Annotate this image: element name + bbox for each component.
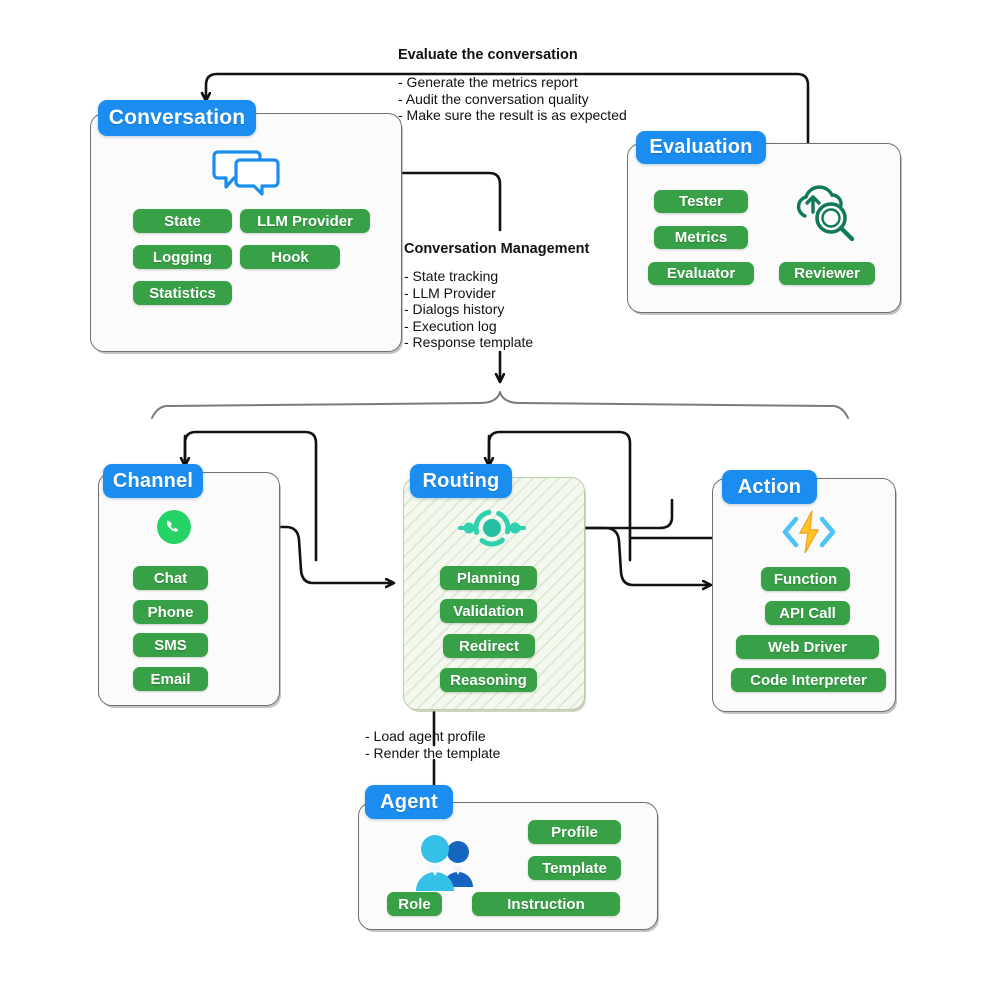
card-header-evaluation[interactable]: Evaluation xyxy=(636,131,766,164)
pill-evaluation-2[interactable]: Evaluator xyxy=(648,262,754,285)
brace-split xyxy=(151,391,849,419)
code-lightning-icon xyxy=(781,508,837,556)
pill-evaluation-1[interactable]: Metrics xyxy=(654,226,748,249)
pill-conversation-0[interactable]: State xyxy=(133,209,232,233)
pill-channel-2[interactable]: SMS xyxy=(133,633,208,657)
wire-conversation-to-split xyxy=(270,171,502,232)
pill-channel-3[interactable]: Email xyxy=(133,667,208,691)
annotation-agent-loading-line-1: - Render the template xyxy=(365,744,501,761)
annotation-evaluate-line-2: - Make sure the result is as expected xyxy=(398,107,627,124)
annotation-conversation-management-line-3: - Execution log xyxy=(404,317,497,334)
pill-conversation-2[interactable]: Logging xyxy=(133,245,232,269)
pill-action-3[interactable]: Code Interpreter xyxy=(731,668,886,692)
pill-evaluation-0[interactable]: Tester xyxy=(654,190,748,213)
card-header-channel[interactable]: Channel xyxy=(103,464,203,498)
pill-routing-3[interactable]: Reasoning xyxy=(440,668,537,692)
wire-routing-to-action-icon xyxy=(529,498,674,530)
pill-channel-1[interactable]: Phone xyxy=(133,600,208,624)
people-icon xyxy=(410,827,480,893)
annotation-evaluate: Evaluate the conversation - Generate the… xyxy=(398,47,627,124)
annotation-evaluate-title: Evaluate the conversation xyxy=(398,47,578,63)
annotation-conversation-management-line-2: - Dialogs history xyxy=(404,301,505,318)
routing-node-icon xyxy=(456,505,528,551)
wire-evaluation-to-conversation xyxy=(206,72,810,192)
annotation-evaluate-line-1: - Audit the conversation quality xyxy=(398,90,589,107)
pill-conversation-3[interactable]: Hook xyxy=(240,245,340,269)
chat-bubbles-icon xyxy=(212,148,282,196)
annotation-agent-loading-line-0: - Load agent profile xyxy=(365,728,486,744)
wire-channel-to-routing xyxy=(190,525,390,583)
cloud-search-icon xyxy=(791,182,861,244)
annotation-conversation-management-line-0: - State tracking xyxy=(404,268,499,284)
pill-channel-0[interactable]: Chat xyxy=(133,566,208,590)
pill-routing-1[interactable]: Validation xyxy=(440,599,537,623)
annotation-conversation-management: Conversation Management - State tracking… xyxy=(404,241,589,351)
annotation-conversation-management-line-1: - LLM Provider xyxy=(404,284,496,301)
card-header-action[interactable]: Action xyxy=(722,470,817,504)
card-header-agent[interactable]: Agent xyxy=(365,785,453,819)
annotation-conversation-management-line-4: - Response template xyxy=(404,334,534,351)
card-header-conversation[interactable]: Conversation xyxy=(98,100,256,136)
pill-agent-1[interactable]: Template xyxy=(528,856,621,880)
annotation-evaluate-line-0: - Generate the metrics report xyxy=(398,74,578,90)
pill-action-1[interactable]: API Call xyxy=(765,601,850,625)
pill-conversation-4[interactable]: Statistics xyxy=(133,281,232,305)
pill-agent-2[interactable]: Role xyxy=(387,892,442,916)
whatsapp-icon xyxy=(155,508,193,546)
card-header-routing[interactable]: Routing xyxy=(410,464,512,498)
pill-agent-0[interactable]: Profile xyxy=(528,820,621,844)
annotation-agent-loading: - Load agent profile - Render the templa… xyxy=(365,728,500,761)
pill-evaluation-3[interactable]: Reviewer xyxy=(779,262,875,285)
pill-action-2[interactable]: Web Driver xyxy=(736,635,879,659)
pill-conversation-1[interactable]: LLM Provider xyxy=(240,209,370,233)
card-routing[interactable] xyxy=(403,477,585,710)
pill-routing-2[interactable]: Redirect xyxy=(443,634,535,658)
pill-routing-0[interactable]: Planning xyxy=(440,566,537,590)
annotation-conversation-management-title: Conversation Management xyxy=(404,241,590,257)
pill-action-0[interactable]: Function xyxy=(761,567,850,591)
pill-agent-3[interactable]: Instruction xyxy=(472,892,620,916)
